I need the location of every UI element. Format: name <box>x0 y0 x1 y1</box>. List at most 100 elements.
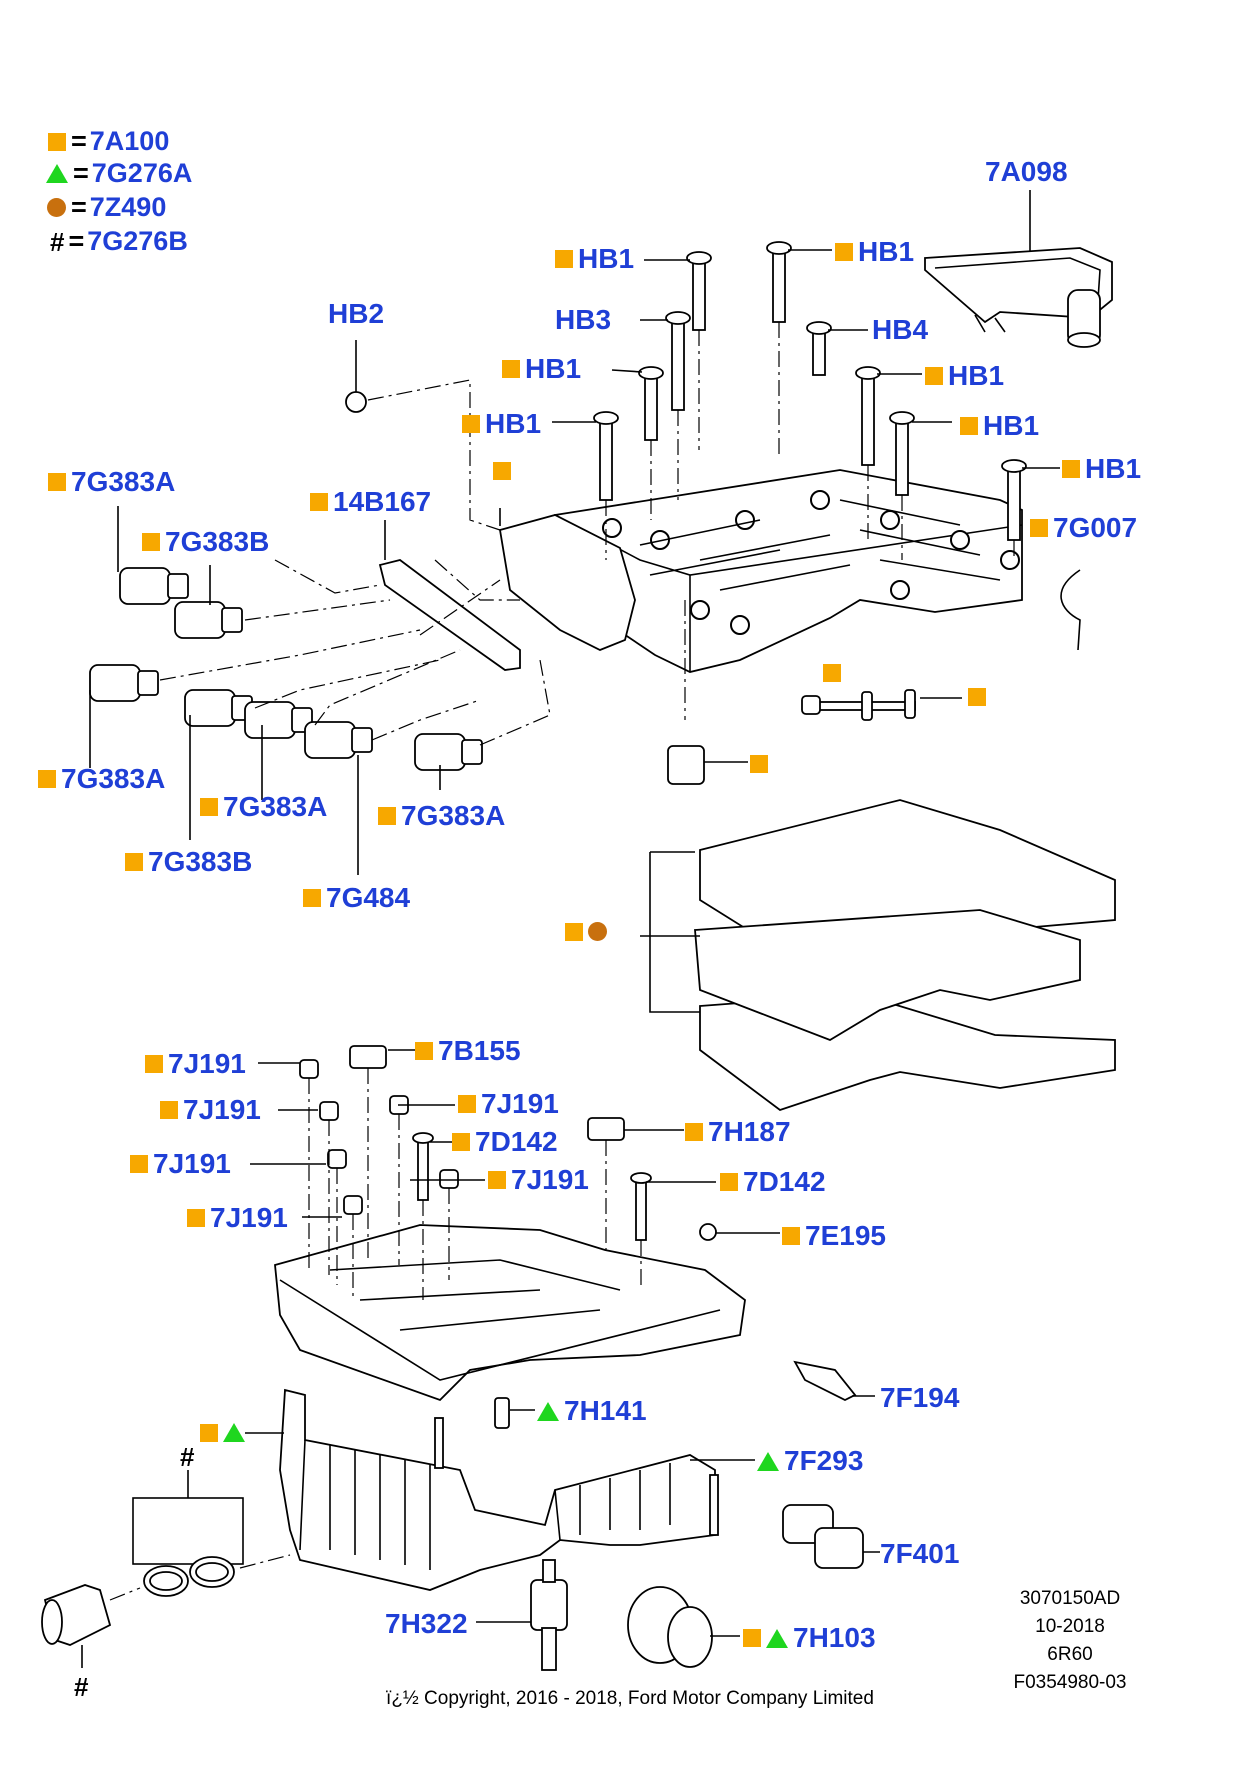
orange-square-icon <box>303 889 321 907</box>
part-callout-7h187: 7H187 <box>685 1118 791 1146</box>
orange-square-icon <box>142 533 160 551</box>
valve-rod <box>801 689 916 721</box>
filter-7a098 <box>924 247 1113 348</box>
plate-markers <box>565 922 612 941</box>
green-triangle-icon <box>757 1451 779 1471</box>
connector-7h103 <box>627 1586 713 1668</box>
part-callout-hb1: HB1 <box>1062 455 1141 483</box>
bracket-7f194 <box>793 1360 857 1402</box>
orange-square-icon <box>502 360 520 378</box>
part-callout-7g383b: 7G383B <box>142 528 269 556</box>
drawing-figure: F0354980-03 <box>1013 1672 1127 1693</box>
part-label-7a098: 7A098 <box>985 156 1068 187</box>
green-triangle-icon <box>223 1423 245 1442</box>
orange-square-icon <box>145 1055 163 1073</box>
part-callout-hb1: HB1 <box>555 245 634 273</box>
part-callout-7h141: 7H141 <box>537 1397 647 1425</box>
part-callout-7g383a: 7G383A <box>48 468 175 496</box>
orange-square-icon <box>565 922 583 941</box>
solenoid-7h322 <box>530 1559 568 1671</box>
upper-valve-body <box>554 469 1023 673</box>
orange-square-icon <box>462 415 480 433</box>
part-label-7f401: 7F401 <box>880 1538 960 1569</box>
orange-square-icon <box>968 688 986 706</box>
clip-7g007 <box>1060 569 1081 651</box>
orange-square-icon <box>835 243 853 261</box>
orange-square-icon <box>48 473 66 491</box>
part-label-hb4: HB4 <box>872 314 929 345</box>
lower-valve-body <box>274 1224 746 1402</box>
orange-square-icon <box>1062 460 1080 478</box>
part-callout-7j191: 7J191 <box>458 1090 559 1118</box>
orange-square-icon <box>48 132 66 151</box>
orange-square-icon <box>125 853 143 871</box>
part-label-hb3: HB3 <box>555 304 612 335</box>
orange-square-icon <box>750 755 768 773</box>
part-callout-7j191: 7J191 <box>187 1204 288 1232</box>
orange-square-icon <box>743 1629 761 1647</box>
orange-square-icon <box>782 1227 800 1245</box>
legend-item-circle: = 7Z490 <box>47 194 166 221</box>
orange-square-icon <box>823 664 841 682</box>
part-callout-7d142: 7D142 <box>452 1128 558 1156</box>
part-callout-hb1: HB1 <box>960 412 1039 440</box>
part-callout-7g007: 7G007 <box>1030 514 1137 542</box>
orange-square-icon <box>200 798 218 816</box>
separator-plates <box>694 799 1116 1112</box>
part-markers-frame <box>200 1423 250 1442</box>
oring-kit <box>41 1497 244 1646</box>
orange-square-icon <box>310 493 328 511</box>
part-callout-7g484: 7G484 <box>303 884 410 912</box>
orange-square-icon <box>488 1171 506 1189</box>
orange-square-icon <box>452 1133 470 1151</box>
part-callout-14b167: 14B167 <box>310 488 431 516</box>
drawing-info: 3070150AD 10-2018 6R60 F0354980-03 <box>975 1585 1165 1697</box>
orange-square-icon <box>685 1123 703 1141</box>
block-part <box>667 745 705 785</box>
orange-square-icon <box>555 250 573 268</box>
hash-icon: # <box>180 1442 195 1472</box>
green-triangle-icon <box>766 1628 788 1648</box>
hash-icon: # <box>50 226 65 257</box>
green-triangle-icon <box>46 164 68 183</box>
orange-square-icon <box>720 1173 738 1191</box>
orange-square-icon <box>960 417 978 435</box>
orange-square-icon <box>378 807 396 825</box>
part-callout-hb1: HB1 <box>502 355 581 383</box>
part-callout-7e195: 7E195 <box>782 1222 886 1250</box>
orange-square-icon <box>415 1042 433 1060</box>
solenoids <box>89 567 483 771</box>
orange-square-icon <box>187 1209 205 1227</box>
brown-circle-icon <box>47 198 66 217</box>
part-label-7f194: 7F194 <box>880 1382 960 1413</box>
part-callout-hb1: HB1 <box>925 362 1004 390</box>
part-label-hb2: HB2 <box>328 298 385 329</box>
orange-square-icon <box>38 770 56 788</box>
part-callout-7g383a: 7G383A <box>38 765 165 793</box>
legend-label: 7A100 <box>89 126 170 156</box>
orange-square-icon <box>1030 519 1048 537</box>
sensor-7h141 <box>494 1397 510 1429</box>
part-callout-hb1: HB1 <box>462 410 541 438</box>
part-callout-7b155: 7B155 <box>415 1037 521 1065</box>
part-callout-7d142: 7D142 <box>720 1168 826 1196</box>
copyright-notice: ï¿½ Copyright, 2016 - 2018, Ford Motor C… <box>386 1688 874 1709</box>
drawing-code: 3070150AD <box>1019 1588 1121 1609</box>
part-callout-7j191: 7J191 <box>130 1150 231 1178</box>
part-label-7h322: 7H322 <box>385 1608 468 1639</box>
legend-item-triangle: = 7G276A <box>46 160 192 187</box>
gasket-frame <box>378 514 636 671</box>
legend-item-hash: # = 7G276B <box>50 226 188 257</box>
drawing-model: 6R60 <box>1047 1644 1093 1665</box>
part-callout-7g383a: 7G383A <box>200 793 327 821</box>
orange-square-icon <box>160 1101 178 1119</box>
part-callout-7j191: 7J191 <box>160 1096 261 1124</box>
legend-label: 7G276A <box>91 158 193 188</box>
orange-square-icon <box>493 462 511 480</box>
part-callout-7j191: 7J191 <box>145 1050 246 1078</box>
legend-label: 7G276B <box>87 226 188 256</box>
orange-square-icon <box>925 367 943 385</box>
orange-square-icon <box>458 1095 476 1113</box>
orange-square-icon <box>130 1155 148 1173</box>
